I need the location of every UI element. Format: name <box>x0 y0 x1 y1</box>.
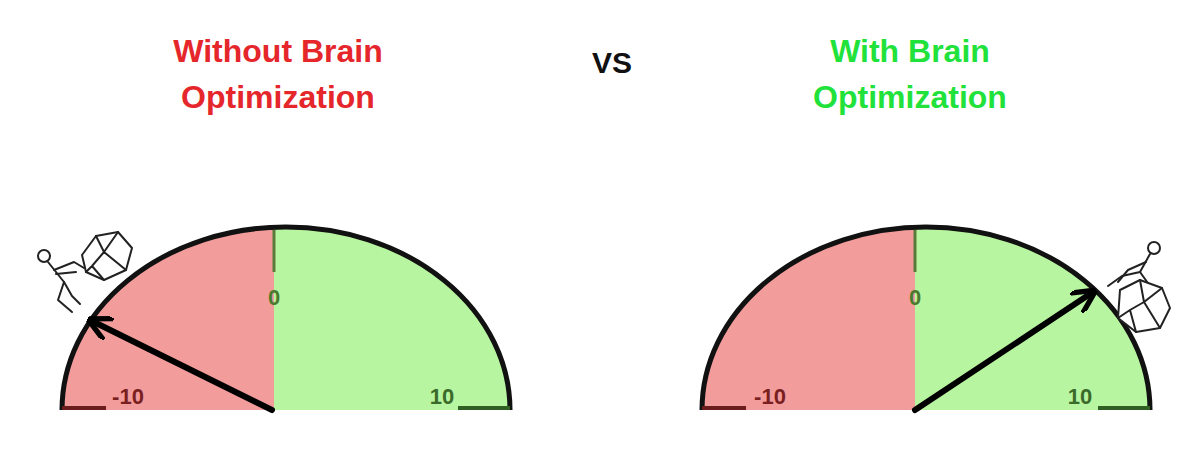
scale-zero: 0 <box>254 282 294 314</box>
versus-label: VS <box>572 41 652 85</box>
heading-left: Without Brain Optimization <box>143 28 413 121</box>
gauge-needle <box>915 294 1090 410</box>
sisyphus-figure <box>1108 242 1170 332</box>
zero-tick <box>914 230 917 272</box>
right-gauge <box>700 220 1170 412</box>
zero-tick <box>273 230 276 272</box>
sisyphus-figure <box>38 232 132 312</box>
scale-zero: 0 <box>895 282 935 314</box>
max-tick <box>1098 406 1150 410</box>
min-tick <box>62 406 106 410</box>
scale-min: -10 <box>740 381 800 413</box>
gauge-rim <box>62 227 510 410</box>
scale-max: 10 <box>417 381 467 413</box>
gauge-rim <box>702 227 1150 410</box>
min-tick <box>702 406 746 410</box>
max-tick <box>458 406 510 410</box>
scale-max: 10 <box>1055 381 1105 413</box>
left-gauge <box>38 220 514 412</box>
scale-min: -10 <box>98 381 158 413</box>
heading-right: With Brain Optimization <box>785 28 1035 121</box>
